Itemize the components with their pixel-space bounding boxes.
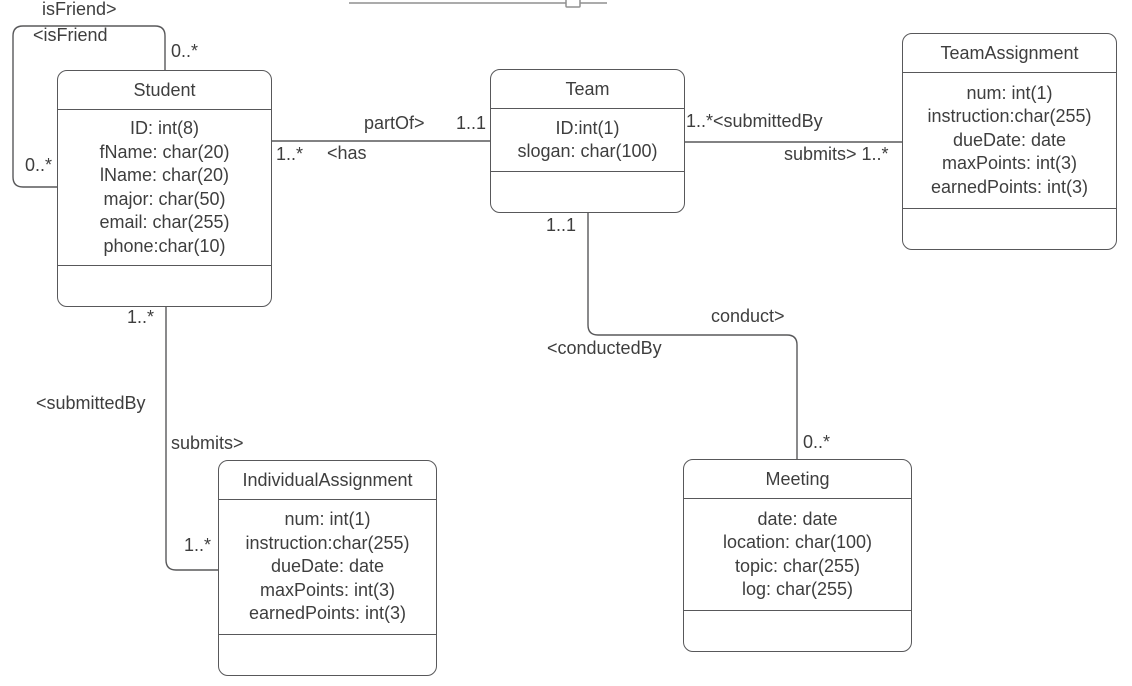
label-teamsubmit-top[interactable]: 1..*<submittedBy — [686, 111, 823, 131]
label-conduct-mult-team[interactable]: 1..1 — [546, 215, 577, 235]
label-has[interactable]: <has — [327, 143, 367, 163]
label-has-mult-student[interactable]: 1..* — [276, 144, 304, 164]
attribute-row: major: char(50) — [103, 188, 226, 209]
entity-attributes-individualassignment[interactable]: num: int(1) instruction:char(255) dueDat… — [219, 500, 436, 635]
connector-isfriend-self-loop[interactable] — [12, 25, 166, 188]
attribute-row: maxPoints: int(3) — [259, 579, 396, 600]
attribute-row: dueDate: date — [952, 129, 1067, 150]
entity-student[interactable]: Student ID: int(8) fName: char(20) lName… — [57, 70, 272, 307]
entity-attributes-team[interactable]: ID:int(1) slogan: char(100) — [491, 109, 684, 172]
attribute-row: num: int(1) — [966, 82, 1053, 103]
entity-attributes-teamassignment[interactable]: num: int(1) instruction:char(255) dueDat… — [903, 73, 1116, 209]
entity-title-student[interactable]: Student — [58, 71, 271, 110]
attribute-row: topic: char(255) — [734, 555, 861, 576]
label-isfriend-mult-left[interactable]: 0..* — [25, 155, 53, 175]
entity-title-individualassignment[interactable]: IndividualAssignment — [219, 461, 436, 500]
label-partof[interactable]: partOf> — [364, 113, 425, 133]
label-conduct[interactable]: conduct> — [711, 306, 785, 326]
attribute-row: dueDate: date — [270, 556, 385, 577]
label-studentsubmit-reverse[interactable]: <submittedBy — [36, 393, 146, 413]
attribute-row: ID: int(8) — [129, 118, 199, 138]
label-studentsubmit-forward[interactable]: submits> — [171, 433, 244, 453]
entity-methods-student[interactable] — [58, 266, 271, 306]
entity-title-teamassignment[interactable]: TeamAssignment — [903, 34, 1116, 73]
entity-teamassignment[interactable]: TeamAssignment num: int(1) instruction:c… — [902, 33, 1117, 250]
entity-methods-individualassignment[interactable] — [219, 635, 436, 675]
attribute-row: fName: char(20) — [99, 141, 230, 162]
entity-attributes-student[interactable]: ID: int(8) fName: char(20) lName: char(2… — [58, 110, 271, 266]
label-teamsubmit-bottom[interactable]: submits> 1..* — [784, 144, 889, 164]
attribute-row: ID:int(1) — [555, 117, 620, 138]
entity-title-team[interactable]: Team — [491, 70, 684, 109]
attribute-row: num: int(1) — [284, 509, 371, 530]
label-isfriend-mult-top[interactable]: 0..* — [171, 41, 199, 61]
label-conductedby[interactable]: <conductedBy — [547, 338, 662, 358]
label-isfriend-reverse[interactable]: <isFriend — [33, 25, 108, 45]
attribute-row: email: char(255) — [99, 212, 230, 232]
attribute-row: log: char(255) — [741, 579, 854, 599]
label-isfriend-forward[interactable]: isFriend> — [42, 0, 117, 19]
entity-methods-teamassignment[interactable] — [903, 209, 1116, 249]
connector-student-individualassignment[interactable] — [165, 307, 218, 571]
clipped-connector-handle[interactable] — [565, 0, 581, 8]
entity-individualassignment[interactable]: IndividualAssignment num: int(1) instruc… — [218, 460, 437, 676]
entity-methods-team[interactable] — [491, 172, 684, 212]
entity-team[interactable]: Team ID:int(1) slogan: char(100) — [490, 69, 685, 213]
entity-title-meeting[interactable]: Meeting — [684, 460, 911, 499]
label-studentsubmit-mult-student[interactable]: 1..* — [127, 307, 155, 327]
attribute-row: lName: char(20) — [99, 165, 230, 185]
label-studentsubmit-mult-ia[interactable]: 1..* — [184, 535, 212, 555]
label-partof-mult-team[interactable]: 1..1 — [456, 113, 487, 133]
entity-methods-meeting[interactable] — [684, 611, 911, 651]
entity-meeting[interactable]: Meeting date: date location: char(100) t… — [683, 459, 912, 652]
attribute-row: date: date — [757, 508, 838, 529]
entity-attributes-meeting[interactable]: date: date location: char(100) topic: ch… — [684, 499, 911, 611]
attribute-row: location: char(100) — [722, 532, 873, 552]
attribute-row: slogan: char(100) — [517, 141, 658, 161]
connector-team-meeting[interactable] — [587, 213, 798, 459]
attribute-row: earnedPoints: int(3) — [930, 176, 1089, 197]
attribute-row: phone:char(10) — [103, 235, 226, 256]
attribute-row: earnedPoints: int(3) — [248, 603, 407, 624]
label-conduct-mult-meeting[interactable]: 0..* — [803, 432, 831, 452]
attribute-row: instruction:char(255) — [927, 106, 1092, 127]
attribute-row: maxPoints: int(3) — [941, 153, 1078, 174]
attribute-row: instruction:char(255) — [245, 532, 410, 553]
